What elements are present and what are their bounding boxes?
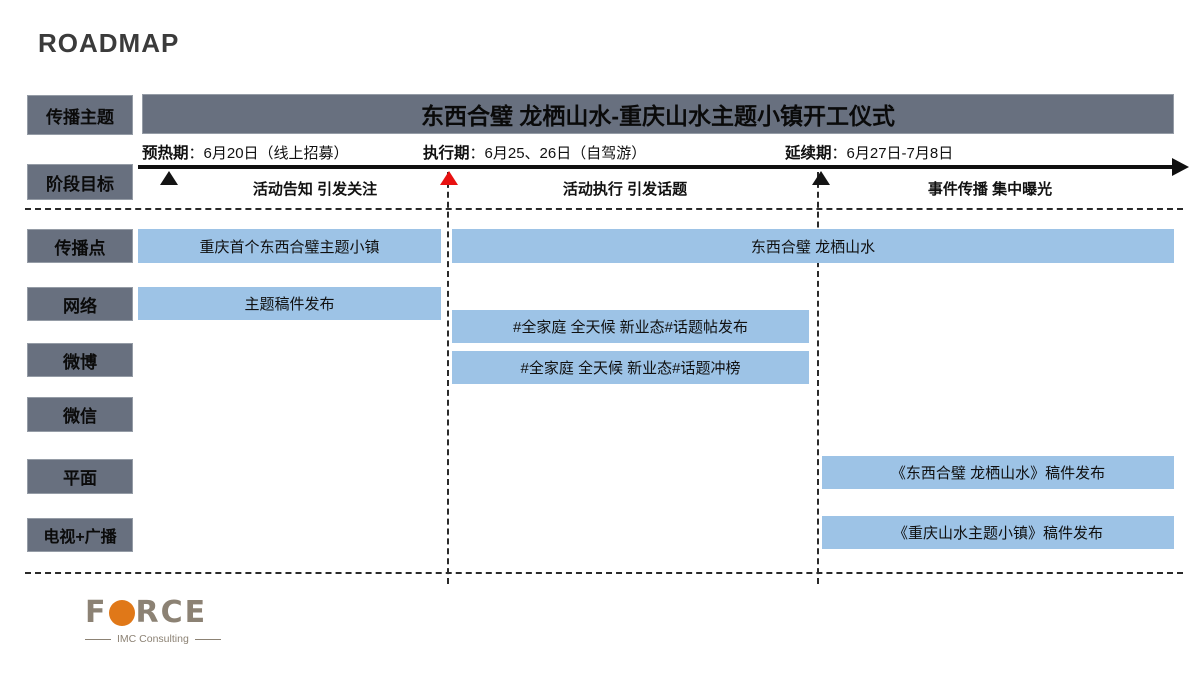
phase-1-goal: 活动告知 引发关注: [252, 181, 378, 198]
row-label-spread-point: 传播点: [27, 229, 133, 263]
phase-3-heading: 延续期：6月27日-7月8日: [785, 141, 953, 163]
force-logo-sphere-icon: [108, 600, 135, 626]
divider-top: [25, 208, 1183, 210]
divider-bottom: [25, 572, 1183, 574]
bar-print-release: 《东西合璧 龙栖山水》稿件发布: [822, 456, 1174, 489]
bar-tv-radio-release: 《重庆山水主题小镇》稿件发布: [822, 516, 1174, 549]
logo-dash-left: [85, 638, 111, 640]
row-label-weibo: 微博: [27, 343, 133, 377]
phase-3-goal: 事件传播 集中曝光: [927, 181, 1053, 198]
phase-2-name: 执行期: [423, 145, 470, 162]
force-logo-f: F: [85, 595, 108, 630]
phase-2-goal: 活动执行 引发话题: [562, 181, 688, 198]
row-label-wechat: 微信: [27, 397, 133, 432]
force-logo-letters: F RCE: [85, 598, 225, 628]
phase-1-name: 预热期: [142, 145, 189, 162]
bar-network-theme-release: 主题稿件发布: [138, 287, 441, 320]
logo-dash-right: [194, 638, 221, 640]
timeline-arrowhead-icon: [1172, 158, 1189, 176]
phase-1-detail: ：6月20日（线上招募）: [188, 145, 349, 162]
phase-3-marker-icon: [812, 171, 830, 185]
divider-phase-2-3: [817, 172, 819, 584]
phase-1-heading: 预热期：6月20日（线上招募）: [142, 141, 349, 163]
force-logo-tagline: IMC Consulting: [85, 633, 225, 645]
bar-spread-point-phase2-3: 东西合璧 龙栖山水: [452, 229, 1174, 263]
phase-2-marker-icon: [440, 171, 458, 185]
force-logo-rce: RCE: [135, 595, 208, 630]
timeline-line: [138, 165, 1174, 169]
row-label-theme: 传播主题: [27, 95, 133, 135]
phase-1-marker-icon: [160, 171, 178, 185]
phase-2-heading: 执行期：6月25、26日（自驾游）: [423, 141, 646, 163]
phase-3-detail: ：6月27日-7月8日: [831, 145, 954, 162]
phase-2-detail: ：6月25、26日（自驾游）: [469, 145, 647, 162]
bar-spread-point-phase1: 重庆首个东西合璧主题小镇: [138, 229, 441, 263]
row-label-network: 网络: [27, 287, 133, 321]
force-logo: F RCE IMC Consulting: [85, 598, 225, 645]
row-label-tv-radio: 电视+广播: [27, 518, 133, 552]
logo-tagline-text: IMC Consulting: [117, 633, 189, 645]
bar-weibo-topic-rank: #全家庭 全天候 新业态#话题冲榜: [452, 351, 809, 384]
divider-phase-1-2: [447, 172, 449, 584]
phase-3-name: 延续期: [785, 145, 832, 162]
bar-weibo-topic-post: #全家庭 全天候 新业态#话题帖发布: [452, 310, 809, 343]
row-label-print: 平面: [27, 459, 133, 494]
theme-banner: 东西合璧 龙栖山水-重庆山水主题小镇开工仪式: [142, 94, 1174, 134]
row-label-stage-goal: 阶段目标: [27, 164, 133, 200]
page-title: ROADMAP: [38, 28, 180, 58]
